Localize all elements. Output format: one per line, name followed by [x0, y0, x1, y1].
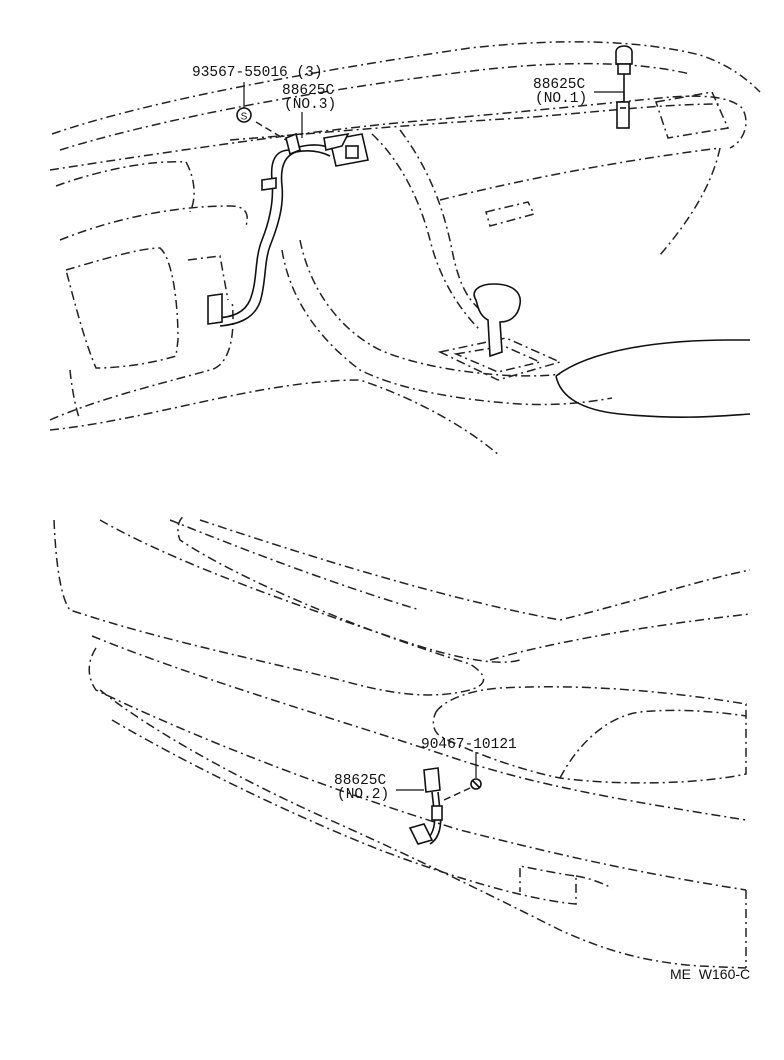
dash-top [49, 95, 747, 171]
hood-edge [489, 613, 751, 661]
right-vent [655, 91, 730, 139]
harness-no3-end-plug [207, 293, 223, 325]
shifter-plate [437, 337, 563, 381]
screw-symbol: S [241, 112, 248, 123]
console-left [281, 249, 613, 406]
console-outline-2 [399, 129, 481, 311]
hood-crease-2 [169, 519, 421, 611]
harness-no3-bracket-2 [323, 132, 350, 151]
harness-no3-clip [261, 177, 277, 191]
interior-view: S 93567-55016 (3) 88625C (NO.3) 88625C (… [49, 41, 761, 457]
label-harness-no3-sub: (NO.3) [284, 97, 336, 113]
left-console [49, 255, 234, 421]
dash-right [439, 147, 721, 256]
harness-no2-part [408, 767, 443, 845]
shifter-plate-inner [453, 345, 543, 373]
headlight-inner [559, 709, 747, 779]
windshield-outline [51, 41, 761, 135]
harness-no1-part [615, 45, 633, 129]
leader-nut-dash [443, 787, 471, 801]
center-vent [485, 201, 536, 227]
fender-line [199, 519, 751, 621]
harness-no3-connector-face [345, 145, 359, 159]
left-dash [55, 160, 195, 213]
right-seat [555, 339, 751, 418]
label-harness-no3-part: 88625C [282, 83, 335, 99]
left-edge [69, 369, 81, 421]
harness-no3-wire [213, 149, 291, 319]
hood-outline [53, 515, 485, 696]
hood-crease [99, 519, 521, 663]
label-harness-no1-part: 88625C [533, 77, 586, 93]
dash-top-inner [229, 103, 721, 141]
console-left-2 [299, 239, 561, 377]
bumper-top-2 [88, 647, 747, 891]
figure-reference: ME W160-C [670, 966, 750, 982]
left-dash-2 [59, 205, 248, 241]
label-screw-part: 93567-55016 (3) [192, 65, 323, 81]
bumper-top [91, 635, 747, 821]
nut-hatch [472, 780, 480, 788]
console-outline [371, 133, 481, 331]
label-harness-no2-sub: (NO.2) [337, 787, 389, 803]
lower-floor [49, 379, 501, 457]
leader-no1 [594, 91, 625, 100]
label-harness-no1-sub: (NO.1) [535, 91, 587, 107]
label-harness-no2-part: 88625C [334, 773, 387, 789]
bumper-lip [111, 719, 577, 905]
harness-no3-bracket [285, 132, 301, 156]
harness-no3-wire-2 [219, 151, 297, 327]
front-view: 90467-10121 88625C (NO.2) [53, 515, 751, 969]
bumper-lower [99, 689, 747, 969]
shift-knob [473, 283, 521, 358]
harness-dash-line [255, 121, 287, 141]
label-nut-part: 90467-10121 [421, 737, 517, 753]
headlight [432, 686, 747, 784]
screw-icon: S [236, 107, 252, 123]
fog-opening [575, 875, 613, 889]
left-vent [65, 247, 179, 369]
